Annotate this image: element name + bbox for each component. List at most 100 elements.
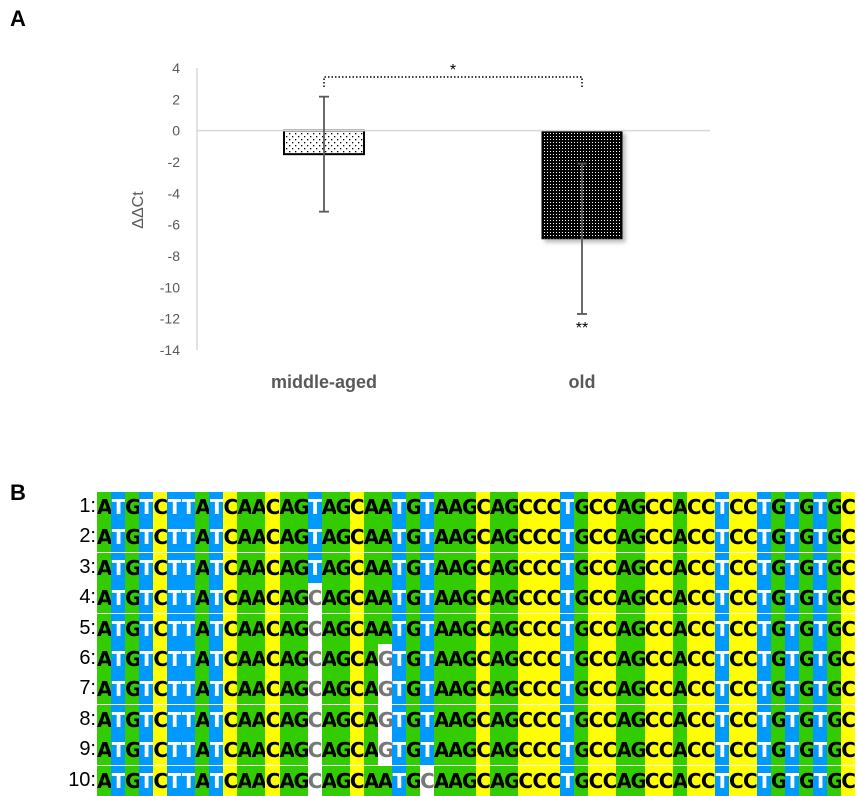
base-cell: C — [602, 704, 617, 735]
base-cell: A — [237, 765, 253, 796]
base-cell: G — [770, 704, 787, 735]
base-cell: A — [97, 765, 112, 796]
base-cell: A — [97, 522, 112, 553]
base-cell: A — [363, 552, 379, 583]
y-tick-label: -2 — [168, 154, 181, 170]
base-cell: C — [841, 644, 856, 674]
base-cell: T — [813, 522, 827, 553]
base-cell: C — [532, 765, 547, 796]
base-cell: A — [237, 492, 253, 522]
base-cell: C — [546, 522, 561, 553]
base-cell: G — [293, 704, 310, 735]
base-cell: T — [813, 613, 827, 644]
base-cell: A — [616, 522, 632, 553]
base-cell: A — [279, 552, 295, 583]
base-cell: G — [574, 644, 591, 674]
base-cell: T — [560, 644, 575, 674]
base-cell: A — [321, 644, 337, 674]
base-cell: A — [237, 583, 253, 614]
base-cell: C — [223, 522, 238, 553]
x-tick-label: middle-aged — [271, 372, 377, 392]
base-cell: G — [125, 765, 142, 796]
base-cell: C — [518, 674, 533, 705]
base-cell: A — [672, 765, 688, 796]
base-cell: A — [251, 765, 267, 796]
base-cell: T — [307, 522, 322, 553]
base-cell: G — [462, 522, 478, 553]
base-cell: C — [658, 613, 673, 644]
base-cell: C — [153, 492, 168, 522]
base-cell: A — [321, 613, 337, 644]
base-cell: A — [195, 492, 211, 522]
base-cell: A — [433, 552, 449, 583]
base-cell: A — [97, 492, 112, 522]
base-cell: A — [195, 765, 211, 796]
base-cell: A — [279, 492, 295, 522]
base-cell: C — [546, 704, 561, 735]
base-cell: C — [349, 674, 365, 705]
base-cell: T — [209, 583, 224, 614]
base-cell: G — [335, 765, 352, 796]
base-cell: C — [476, 674, 491, 705]
base-cell: G — [125, 735, 142, 766]
base-cell: A — [97, 583, 112, 614]
base-cell: T — [111, 674, 125, 705]
base-cell: G — [125, 583, 142, 614]
base-cell: C — [153, 735, 168, 766]
base-cell: C — [588, 552, 603, 583]
base-cell: G — [630, 552, 647, 583]
base-cell: T — [756, 704, 771, 735]
base-cell: A — [363, 522, 379, 553]
panel-b-label: B — [10, 480, 26, 505]
base-cell: C — [742, 704, 758, 735]
base-cell: A — [363, 644, 379, 674]
base-cell: A — [251, 583, 267, 614]
base-cell: C — [700, 765, 716, 796]
base-cell: G — [293, 522, 310, 553]
base-cell: A — [448, 552, 463, 583]
base-cell: C — [644, 492, 659, 522]
base-cell: C — [546, 765, 561, 796]
base-cell: C — [223, 674, 238, 705]
base-cell: C — [546, 735, 561, 766]
base-cell: C — [728, 552, 744, 583]
base-cell: G — [335, 735, 352, 766]
base-cell: C — [588, 704, 603, 735]
base-cell: C — [686, 522, 702, 553]
base-cell: C — [742, 583, 758, 614]
base-cell: A — [616, 735, 632, 766]
base-cell: C — [841, 765, 856, 796]
base-cell: T — [784, 644, 799, 674]
row-label: 10: — [68, 768, 96, 791]
base-cell: C — [532, 583, 547, 614]
base-cell: T — [391, 644, 406, 674]
base-cell: A — [616, 674, 632, 705]
base-cell: C — [476, 735, 491, 766]
base-cell: G — [125, 644, 142, 674]
base-cell: G — [799, 735, 815, 766]
base-cell: G — [405, 644, 422, 674]
base-cell: T — [139, 765, 153, 796]
base-cell: A — [433, 492, 449, 522]
base-cell: A — [321, 522, 337, 553]
base-cell: C — [532, 704, 547, 735]
base-cell: G — [125, 552, 142, 583]
base-cell: T — [111, 735, 125, 766]
base-cell: G — [335, 583, 352, 614]
base-cell: T — [111, 765, 125, 796]
base-cell: C — [349, 704, 365, 735]
base-cell: G — [405, 492, 422, 522]
base-cell: G — [504, 765, 521, 796]
base-cell: T — [391, 552, 406, 583]
base-cell: A — [490, 674, 506, 705]
base-cell: G — [799, 492, 815, 522]
base-cell: A — [321, 674, 337, 705]
base-cell: G — [574, 492, 591, 522]
base-cell: T — [784, 583, 799, 614]
old-significance-label: ** — [576, 320, 588, 337]
base-cell: A — [251, 735, 267, 766]
base-cell: G — [405, 704, 422, 735]
base-cell: A — [251, 522, 267, 553]
